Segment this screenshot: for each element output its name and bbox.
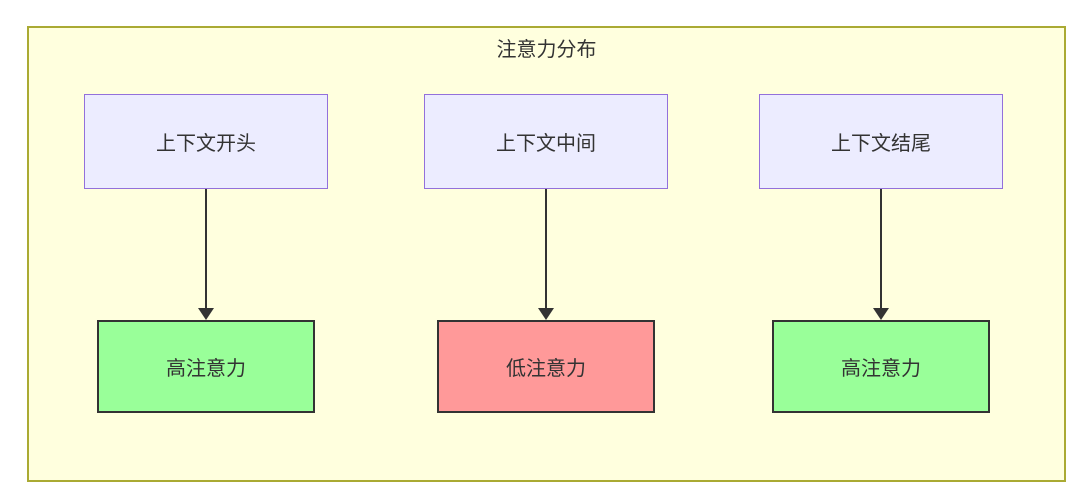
cluster-attention-distribution: 注意力分布 上下文开头 高注意力 上下文中间 低注意力 xyxy=(27,26,1066,482)
arrowhead-icon xyxy=(198,308,214,320)
arrow-context-end-to-attention xyxy=(873,189,889,320)
arrow-context-start-to-attention xyxy=(198,189,214,320)
node-context-end: 上下文结尾 xyxy=(759,94,1003,189)
node-attention-end-label: 高注意力 xyxy=(841,358,921,380)
node-context-middle-label: 上下文中间 xyxy=(496,133,596,155)
arrowhead-icon xyxy=(538,308,554,320)
node-attention-end: 高注意力 xyxy=(772,320,990,413)
node-context-start-label: 上下文开头 xyxy=(156,133,256,155)
arrow-line xyxy=(205,189,207,310)
node-context-end-label: 上下文结尾 xyxy=(831,133,931,155)
node-attention-start: 高注意力 xyxy=(97,320,315,413)
flow-column-context-end: 上下文结尾 高注意力 xyxy=(759,28,1003,480)
node-attention-middle: 低注意力 xyxy=(437,320,655,413)
node-attention-start-label: 高注意力 xyxy=(166,358,246,380)
arrow-line xyxy=(545,189,547,310)
arrow-line xyxy=(880,189,882,310)
node-attention-middle-label: 低注意力 xyxy=(506,358,586,380)
arrowhead-icon xyxy=(873,308,889,320)
node-context-middle: 上下文中间 xyxy=(424,94,668,189)
node-context-start: 上下文开头 xyxy=(84,94,328,189)
flow-column-context-middle: 上下文中间 低注意力 xyxy=(424,28,668,480)
arrow-context-middle-to-attention xyxy=(538,189,554,320)
flow-column-context-start: 上下文开头 高注意力 xyxy=(84,28,328,480)
cluster-title: 注意力分布 xyxy=(496,39,597,61)
